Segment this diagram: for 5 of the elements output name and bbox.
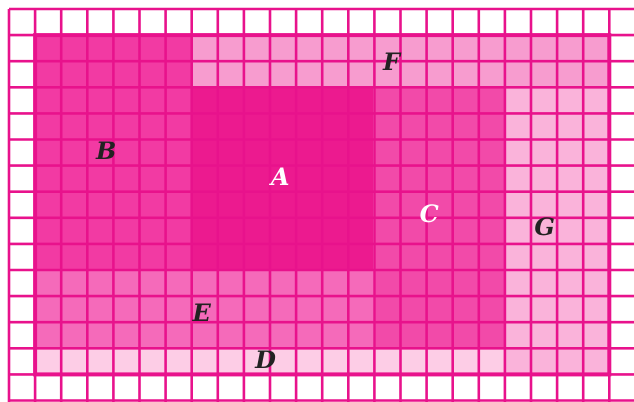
region-letter: C (420, 202, 439, 226)
region-letter: G (534, 214, 555, 239)
region-letter: B (96, 138, 116, 163)
region-letter: E (192, 300, 211, 325)
region-letter: A (270, 164, 290, 189)
